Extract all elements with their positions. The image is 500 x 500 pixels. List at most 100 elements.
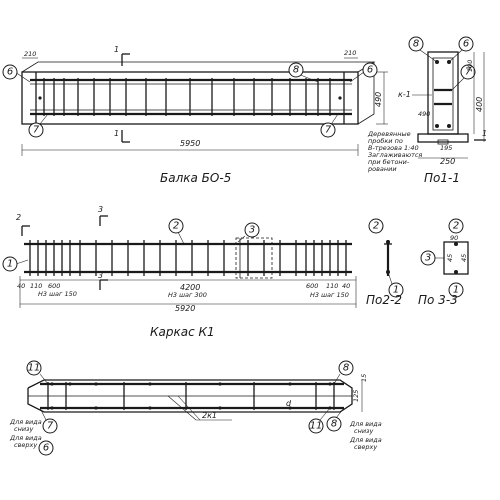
- plan-callout-7: 7: [39, 407, 58, 434]
- section-1-side-mark: 1: [482, 129, 487, 138]
- cage-title: Каркас К1: [150, 325, 215, 339]
- svg-text:11: 11: [28, 363, 41, 374]
- dim-section-3-45a: 45: [446, 254, 454, 262]
- plan-callout-6: 6: [38, 440, 54, 456]
- section-2-title: По2-2: [366, 293, 402, 307]
- dim-beam-height: 490: [374, 92, 383, 107]
- beam-callout-8: 8: [288, 62, 319, 83]
- section-2-callout-1: 1: [387, 271, 404, 298]
- svg-text:Для вида: Для вида: [9, 434, 42, 442]
- plan-note-left: Для вида снизу Для вида сверху: [9, 418, 42, 449]
- beam-stirrups: [43, 78, 331, 116]
- dim-cage-110-left: 110: [30, 282, 42, 290]
- dim-cage-step-right: Н3 шаг 150: [310, 291, 349, 299]
- dim-cage-40-right: 40: [342, 282, 350, 290]
- svg-text:1: 1: [453, 285, 459, 296]
- section-3-callout-2: 2: [448, 218, 464, 234]
- dim-cage-600-left: 600: [48, 282, 60, 290]
- svg-text:8: 8: [413, 39, 419, 50]
- svg-text:7: 7: [33, 125, 40, 136]
- svg-text:3: 3: [98, 205, 103, 214]
- beam-outline: [21, 71, 359, 125]
- plan-note-right: Для вида снизу Для вида сверху: [349, 420, 382, 451]
- section-mark-1-1: 1 1: [114, 45, 130, 143]
- cage-callout-3: 3: [237, 222, 260, 243]
- plan-stirrups: [47, 382, 335, 410]
- section-3-title: По 3-3: [418, 293, 458, 307]
- svg-text:1: 1: [393, 285, 399, 296]
- svg-text:2: 2: [16, 213, 21, 222]
- cage-section-mark-3-3: 3 3: [98, 205, 108, 290]
- dim-section-1-490: 490: [418, 110, 430, 118]
- svg-text:6: 6: [7, 67, 13, 78]
- dim-section-1-195: 195: [440, 144, 452, 152]
- svg-text:Для вида: Для вида: [9, 418, 42, 426]
- beam-callout-6-left: 6: [2, 64, 31, 83]
- svg-text:6: 6: [367, 65, 373, 76]
- section-mark-label-bottom: 1: [114, 129, 119, 138]
- section-3-3: 2 3 1 90 45 45 По 3-3: [418, 218, 469, 307]
- svg-text:3: 3: [249, 225, 255, 236]
- section-1-1: 8 6 7 к-1 100 400 490 195 250 1 Деревянн…: [367, 36, 487, 185]
- section-1-note: Деревянные пробки по В-трезова 1:40 Загл…: [367, 130, 422, 173]
- cage-k1-elevation: 2 3 3 1 2 3 40 110 600 Н3 шаг: [2, 205, 357, 339]
- section-3-callout-3: 3: [420, 250, 444, 266]
- svg-text:снизу: снизу: [354, 427, 374, 435]
- cage-stirrups: [29, 240, 347, 276]
- beam-elevation: 1 1 210 210 490 5950 6 7 8: [2, 45, 388, 185]
- section-1-cage-label: к-1: [398, 90, 411, 99]
- svg-text:Деревянные: Деревянные: [367, 130, 411, 138]
- dim-cage-600-right: 600: [306, 282, 318, 290]
- dim-cage-step-left: Н3 шаг 150: [38, 290, 77, 298]
- dim-section-1-100: 100: [466, 60, 474, 72]
- svg-text:Для вида: Для вида: [349, 436, 382, 444]
- beam-callout-6-right: 6: [349, 62, 378, 83]
- plan-outline: [27, 379, 353, 413]
- svg-text:2: 2: [173, 221, 179, 232]
- beam-title: Балка БО-5: [160, 171, 231, 185]
- beam-plan: 2к1 d 15 125 11 8 11 8 7 6 Для вида: [9, 360, 382, 456]
- cage-callout-2: 2: [168, 218, 185, 245]
- plan-dim-15: 15: [360, 374, 368, 382]
- section-2-2: 2 1 По2-2: [366, 218, 404, 307]
- section-1-callout-6: 6: [448, 36, 474, 63]
- dim-cage-40-left: 40: [17, 282, 25, 290]
- section-mark-label-top: 1: [114, 45, 119, 54]
- svg-text:11: 11: [310, 421, 323, 432]
- svg-text:ровании: ровании: [367, 165, 397, 173]
- svg-text:Для вида: Для вида: [349, 420, 382, 428]
- plan-callout-11-top: 11: [26, 360, 49, 385]
- dim-cage-5920: 5920: [175, 304, 195, 313]
- dim-section-1-400: 400: [475, 97, 484, 112]
- cage-section-mark-2-2: 2: [16, 213, 30, 236]
- beam-callout-7-left: 7: [28, 113, 49, 138]
- svg-text:1: 1: [7, 259, 13, 270]
- dim-cage-step-mid: Н3 шаг 300: [168, 291, 207, 299]
- beam-top-edge: [21, 61, 376, 73]
- plan-dim-d: d: [286, 399, 292, 408]
- plan-cage-label: 2к1: [202, 411, 217, 420]
- section-3-callout-1: 1: [448, 282, 464, 298]
- svg-text:7: 7: [47, 421, 54, 432]
- svg-text:7: 7: [465, 67, 472, 78]
- svg-text:6: 6: [43, 443, 49, 454]
- dim-section-3-45b: 45: [460, 254, 468, 262]
- section-2-callout-2: 2: [368, 218, 384, 234]
- svg-text:при бетони-: при бетони-: [368, 158, 410, 166]
- plan-callout-8-bottom: 8: [326, 407, 345, 432]
- plan-callout-11-bottom: 11: [308, 407, 331, 434]
- svg-text:3: 3: [98, 271, 103, 280]
- section-1-callout-7: 7: [451, 64, 476, 91]
- svg-text:сверху: сверху: [14, 441, 37, 449]
- beam-side-edge: [357, 62, 375, 125]
- svg-text:8: 8: [293, 65, 299, 76]
- svg-text:6: 6: [463, 39, 469, 50]
- dim-section-3-90: 90: [450, 234, 458, 242]
- svg-text:Заглаживаются: Заглаживаются: [368, 151, 422, 159]
- svg-text:сверху: сверху: [354, 443, 377, 451]
- svg-text:8: 8: [331, 419, 337, 430]
- section-1-outline: [427, 51, 459, 135]
- dim-cage-110-right: 110: [326, 282, 338, 290]
- cage-callout-1: 1: [2, 256, 29, 272]
